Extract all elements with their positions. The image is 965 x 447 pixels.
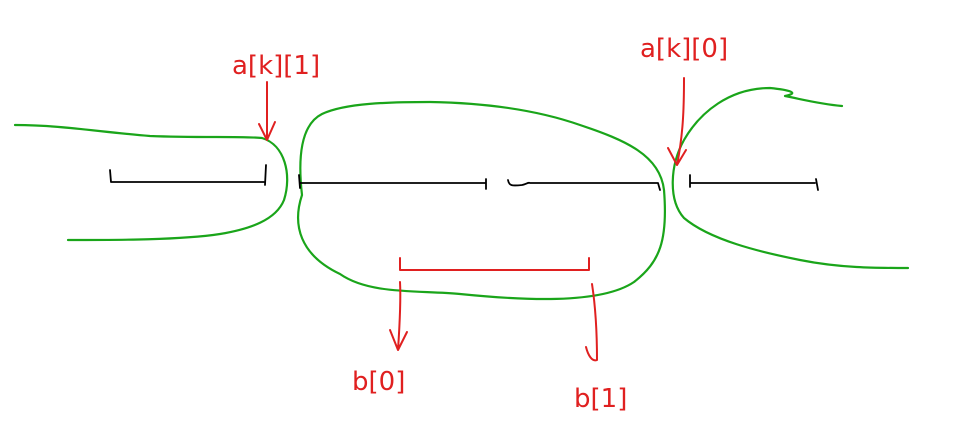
left-region-outline — [13, 123, 289, 242]
arrow-b-0 — [389, 281, 408, 351]
segment-1 — [109, 164, 267, 186]
annotations — [258, 77, 687, 362]
b-range-bracket — [399, 257, 590, 271]
label-a-k-0: a[k][0] — [640, 34, 728, 64]
middle-region-outline — [297, 100, 667, 301]
interval-segments — [109, 164, 819, 191]
label-b-1: b[1] — [574, 384, 627, 414]
segment-2 — [298, 174, 487, 190]
arrow-b-1 — [585, 283, 598, 362]
label-a-k-1: a[k][1] — [232, 51, 320, 81]
segment-4 — [689, 174, 819, 191]
segment-3 — [507, 179, 661, 191]
region-outlines — [13, 86, 910, 301]
arrow-a-k-1 — [258, 81, 276, 141]
right-region-outline — [671, 86, 910, 270]
label-b-0: b[0] — [352, 367, 405, 397]
arrow-a-k-0 — [667, 77, 687, 166]
